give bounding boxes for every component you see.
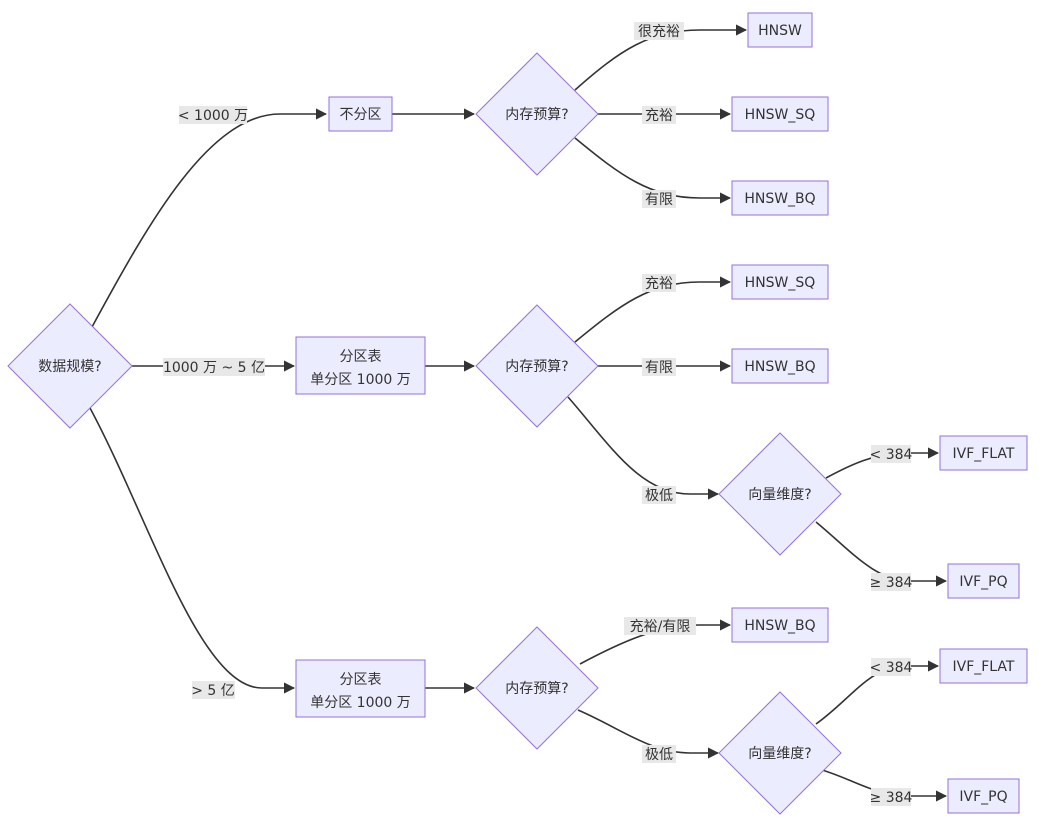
svg-text:HNSW_BQ: HNSW_BQ: [744, 618, 815, 634]
node-partition-table-mid: 分区表 单分区 1000 万: [295, 336, 426, 395]
edge-label-lt-1000w: < 1000 万: [178, 106, 248, 124]
edge-b-mem-to-dim: [567, 396, 720, 500]
svg-text:1000 万 ~ 5 亿: 1000 万 ~ 5 亿: [163, 360, 265, 376]
svg-text:IVF_FLAT: IVF_FLAT: [953, 659, 1015, 675]
svg-text:≥ 384: ≥ 384: [870, 790, 913, 806]
svg-text:内存预算?: 内存预算?: [505, 359, 568, 375]
edge-label-b-very-low: 极低: [642, 486, 676, 504]
svg-text:内存预算?: 内存预算?: [505, 107, 568, 123]
svg-text:极低: 极低: [645, 488, 673, 504]
svg-text:充裕: 充裕: [645, 276, 673, 292]
edge-b-dim-to-pq: [815, 521, 948, 587]
edge-label-gt-5yi: > 5 亿: [191, 681, 235, 699]
svg-text:HNSW: HNSW: [758, 23, 802, 39]
node-partition-table-large: 分区表 单分区 1000 万: [295, 659, 426, 718]
edge-label-c-ge-384: ≥ 384: [870, 788, 913, 806]
edge-root-to-partition-large: [89, 407, 296, 694]
svg-text:< 1000 万: < 1000 万: [178, 108, 248, 124]
decision-memory-budget-b: 内存预算?: [475, 304, 599, 428]
edge-label-b-ample: 充裕: [642, 274, 676, 292]
edge-label-mid-range: 1000 万 ~ 5 亿: [163, 358, 265, 376]
edge-label-a-very-ample: 很充裕: [634, 22, 684, 40]
edge-label-c-lt-384: < 384: [870, 658, 913, 676]
svg-text:极低: 极低: [645, 747, 673, 763]
svg-text:HNSW_BQ: HNSW_BQ: [744, 191, 815, 207]
result-hnsw-sq-b: HNSW_SQ: [731, 264, 829, 300]
svg-text:HNSW_BQ: HNSW_BQ: [744, 359, 815, 375]
decision-data-scale: 数据规模?: [7, 303, 133, 429]
edge-label-b-lt-384: < 384: [870, 445, 913, 463]
svg-text:IVF_FLAT: IVF_FLAT: [953, 446, 1015, 462]
edge-label-a-ample: 充裕: [642, 106, 676, 124]
result-ivf-pq-c: IVF_PQ: [947, 778, 1020, 814]
decision-memory-budget-c: 内存预算?: [475, 626, 599, 750]
result-hnsw-sq-a: HNSW_SQ: [731, 96, 829, 132]
svg-text:数据规模?: 数据规模?: [38, 359, 101, 375]
svg-text:内存预算?: 内存预算?: [505, 681, 568, 697]
svg-text:单分区 1000 万: 单分区 1000 万: [310, 372, 411, 388]
svg-text:< 384: < 384: [870, 660, 913, 676]
svg-text:向量维度?: 向量维度?: [748, 746, 811, 762]
svg-text:单分区 1000 万: 单分区 1000 万: [310, 695, 411, 711]
result-hnsw: HNSW: [747, 12, 813, 48]
result-hnsw-bq-c: HNSW_BQ: [731, 607, 829, 643]
decision-memory-budget-a: 内存预算?: [475, 52, 599, 176]
decision-vector-dim-b: 向量维度?: [718, 432, 842, 556]
node-no-partition: 不分区: [328, 96, 393, 132]
decision-vector-dim-c: 向量维度?: [718, 691, 842, 815]
result-ivf-pq-b: IVF_PQ: [947, 563, 1020, 599]
edge-label-a-limited: 有限: [642, 190, 676, 208]
svg-text:不分区: 不分区: [340, 107, 382, 123]
svg-text:有限: 有限: [645, 192, 673, 208]
edge-b-mem-to-sq: [574, 276, 732, 343]
svg-text:充裕/有限: 充裕/有限: [630, 619, 691, 635]
svg-text:< 384: < 384: [870, 447, 913, 463]
svg-text:HNSW_SQ: HNSW_SQ: [745, 107, 816, 123]
svg-text:分区表: 分区表: [340, 672, 382, 688]
svg-text:有限: 有限: [645, 360, 673, 376]
svg-text:IVF_PQ: IVF_PQ: [959, 789, 1007, 805]
svg-text:≥ 384: ≥ 384: [870, 575, 913, 591]
svg-text:> 5 亿: > 5 亿: [191, 683, 235, 699]
svg-text:充裕: 充裕: [645, 108, 673, 124]
edge-c-mem-to-dim: [577, 709, 720, 759]
result-ivf-flat-c: IVF_FLAT: [939, 648, 1028, 684]
edge-label-c-very-low: 极低: [642, 745, 676, 763]
svg-text:IVF_PQ: IVF_PQ: [959, 574, 1007, 590]
edge-label-b-ge-384: ≥ 384: [870, 573, 913, 591]
edge-label-c-ample-limited: 充裕/有限: [624, 617, 696, 635]
svg-text:向量维度?: 向量维度?: [748, 487, 811, 503]
edge-a-mem-to-hnsw: [574, 24, 748, 91]
edge-label-b-limited: 有限: [642, 358, 676, 376]
svg-text:分区表: 分区表: [340, 349, 382, 365]
nodes: 数据规模? 不分区 内存预算? HNSW HNSW_SQ HNSW_BQ 分区表…: [7, 12, 1028, 815]
svg-text:HNSW_SQ: HNSW_SQ: [745, 275, 816, 291]
result-ivf-flat-b: IVF_FLAT: [939, 435, 1028, 471]
result-hnsw-bq-b: HNSW_BQ: [731, 348, 829, 384]
edge-root-to-unpartitioned: [91, 108, 328, 328]
edge-labels: < 1000 万 1000 万 ~ 5 亿 > 5 亿 很充裕 充裕 有限 充裕: [163, 22, 913, 806]
edge-a-mem-to-bq: [574, 137, 732, 204]
svg-text:很充裕: 很充裕: [638, 24, 680, 40]
result-hnsw-bq-a: HNSW_BQ: [731, 180, 829, 216]
